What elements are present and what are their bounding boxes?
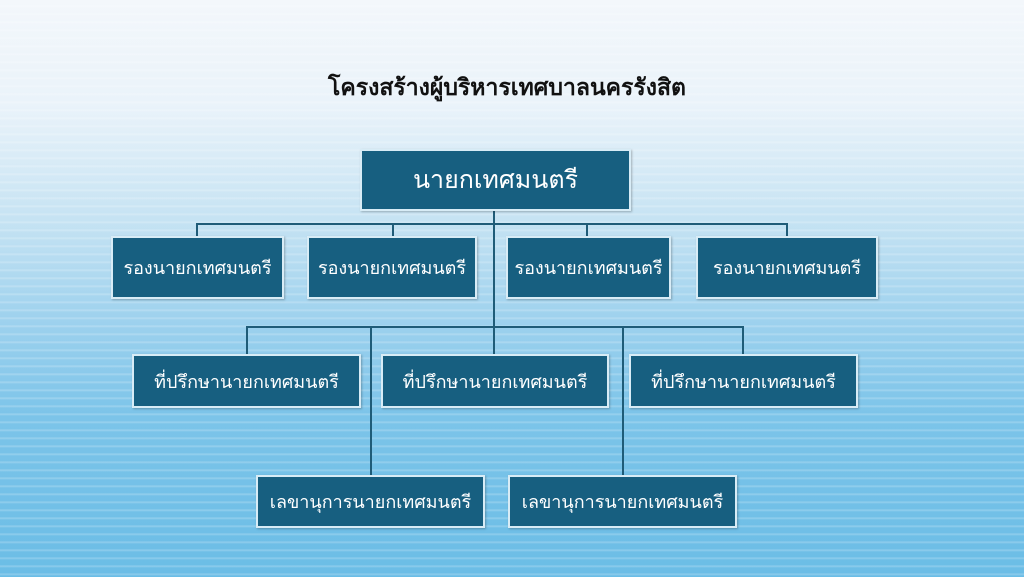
chart-title: โครงสร้างผู้บริหารเทศบาลนครรังสิต	[328, 74, 686, 101]
advisor-box: ที่ปรึกษานายกเทศมนตรี	[381, 354, 609, 408]
secretary-box: เลขานุการนายกเทศมนตรี	[508, 475, 737, 528]
connector	[246, 326, 248, 356]
connector	[622, 326, 624, 477]
connector	[493, 210, 495, 328]
deputy-box: รองนายกเทศมนตรี	[696, 236, 878, 299]
connector	[742, 326, 744, 356]
deputy-box: รองนายกเทศมนตรี	[111, 236, 284, 299]
connector	[392, 223, 394, 238]
connector	[197, 223, 788, 225]
secretary-box: เลขานุการนายกเทศมนตรี	[256, 475, 485, 528]
connector	[586, 223, 588, 238]
deputy-box: รองนายกเทศมนตรี	[506, 236, 671, 299]
connector	[786, 223, 788, 238]
connector	[196, 223, 198, 238]
connector	[370, 326, 372, 477]
connector	[247, 326, 744, 328]
advisor-box: ที่ปรึกษานายกเทศมนตรี	[132, 354, 361, 408]
advisor-box: ที่ปรึกษานายกเทศมนตรี	[629, 354, 858, 408]
mayor-box: นายกเทศมนตรี	[360, 149, 631, 211]
connector	[493, 326, 495, 356]
deputy-box: รองนายกเทศมนตรี	[307, 236, 477, 299]
